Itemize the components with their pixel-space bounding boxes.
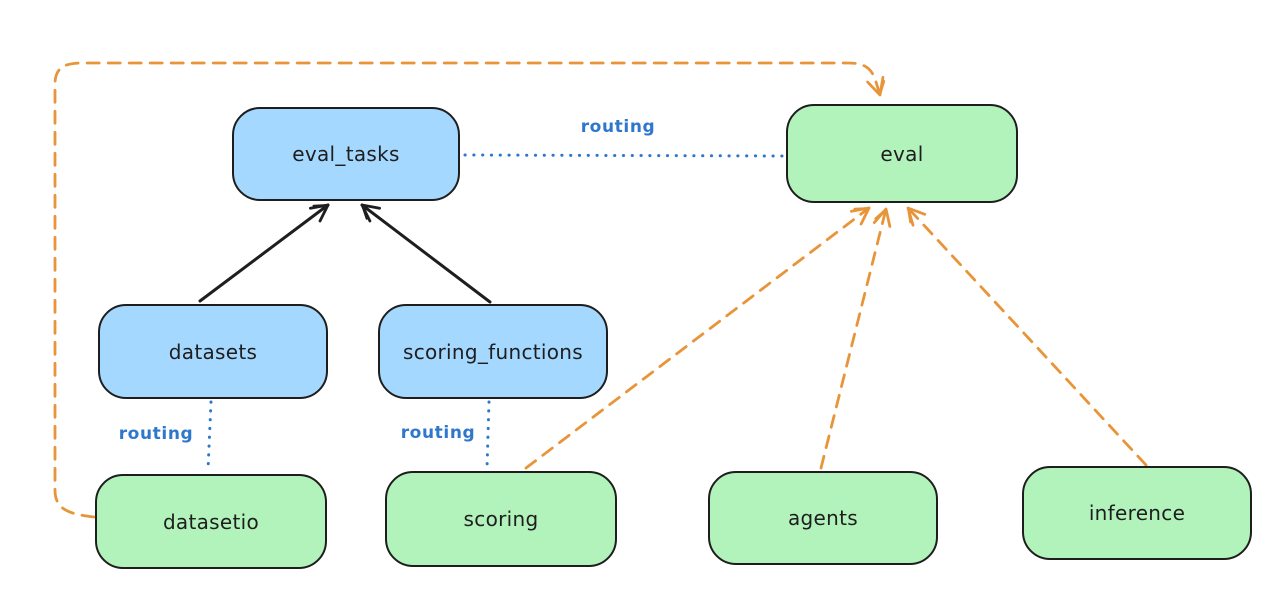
node-datasets-label: datasets [168,339,258,364]
node-agents-label: agents [788,506,858,530]
edge-label-eval_tasks-to-eval: routing [580,117,656,137]
edge-eval_tasks-to-eval-routing [463,153,784,158]
edge-scoring_functions-to-eval_tasks [360,203,492,304]
node-scoring-label: scoring [463,507,539,531]
node-scoring_functions: scoring_functions [378,304,608,399]
node-agents: agents [708,471,938,565]
edge-scoring-to-eval [524,206,871,470]
node-datasets: datasets [98,304,328,399]
edge-datasets-to-datasetio-routing [206,400,213,472]
node-eval-label: eval [880,141,924,166]
node-datasetio: datasetio [95,474,327,569]
node-eval: eval [786,104,1018,203]
edge-datasets-to-eval_tasks [198,203,330,303]
edge-scoring_functions-to-scoring-routing [485,400,491,470]
node-datasetio-label: datasetio [162,509,260,534]
edge-agents-to-eval [819,207,892,470]
node-inference: inference [1022,466,1252,560]
node-eval_tasks: eval_tasks [232,107,460,201]
edge-inference-to-eval [906,206,1148,467]
node-inference-label: inference [1088,501,1186,525]
edge-label-datasets-to-datasetio: routing [118,424,194,444]
node-eval_tasks-label: eval_tasks [292,142,400,166]
node-scoring_functions-label: scoring_functions [402,339,584,364]
edge-label-scoring_functions-to-scoring: routing [400,423,476,443]
node-scoring: scoring [385,471,617,567]
edge-datasetio-to-eval [53,61,886,519]
